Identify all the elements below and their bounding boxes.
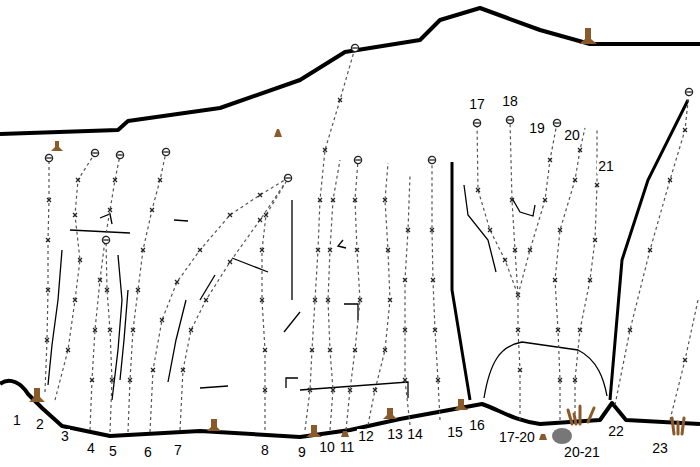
- route-number: 12: [357, 429, 375, 444]
- route-number: 18: [501, 94, 519, 109]
- route-number: 22: [607, 424, 625, 439]
- route-number: 19: [528, 121, 546, 136]
- route-number: 16: [468, 418, 486, 433]
- climbing-routes: [45, 48, 698, 432]
- route-number: 4: [86, 441, 96, 456]
- boulder-symbol: [552, 428, 572, 444]
- route-number: 20-21: [563, 445, 601, 460]
- route-number: 2: [35, 417, 45, 432]
- route-number: 6: [143, 445, 153, 460]
- route-number: 17: [468, 97, 486, 112]
- route-number: 1: [12, 413, 22, 428]
- rock-features: [48, 185, 535, 400]
- arete-line: [610, 100, 688, 400]
- route-number: 13: [386, 427, 404, 442]
- route-number: 8: [260, 443, 270, 458]
- route-number: 3: [60, 429, 70, 444]
- route-number: 20: [563, 128, 581, 143]
- ground-line: [0, 381, 700, 437]
- crack-line: [452, 162, 470, 400]
- route-number: 23: [651, 441, 669, 456]
- route-number: 15: [446, 425, 464, 440]
- route-number: 9: [297, 445, 307, 460]
- route-number: 21: [597, 159, 615, 174]
- boulder-outline: [484, 342, 607, 398]
- route-number: 11: [339, 440, 356, 455]
- route-number: 17-20: [498, 430, 536, 445]
- bush-symbols: [568, 406, 684, 434]
- route-number: 10: [318, 440, 336, 455]
- route-number: 7: [173, 443, 183, 458]
- cliff-top-line: [0, 8, 700, 134]
- route-number: 5: [108, 444, 118, 459]
- route-number: 14: [406, 427, 424, 442]
- tree-symbols: [29, 28, 597, 440]
